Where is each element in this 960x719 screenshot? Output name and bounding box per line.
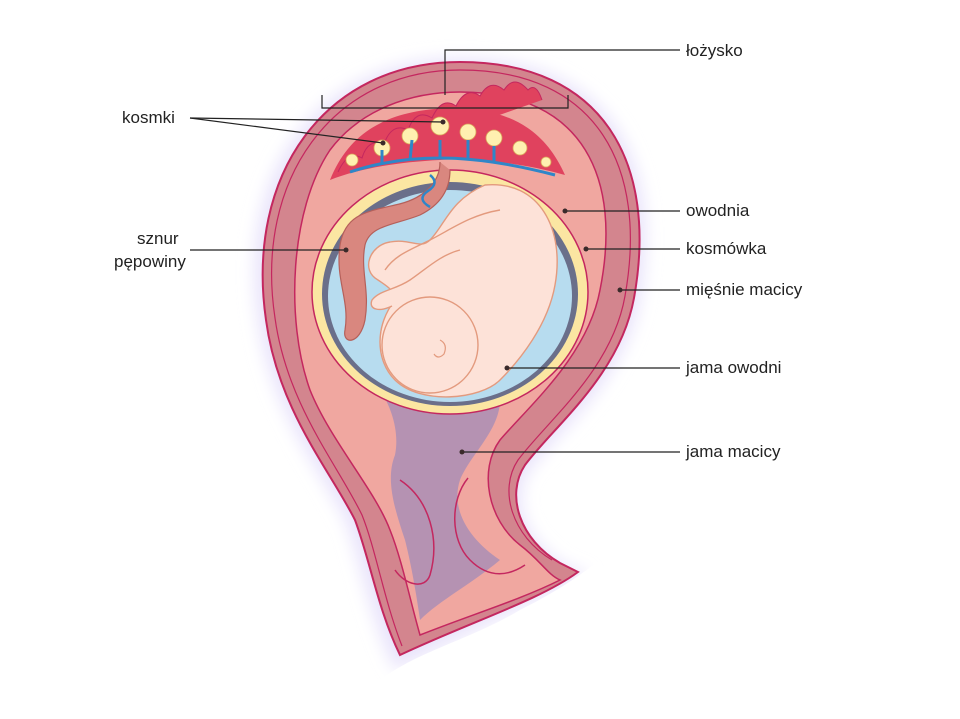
placental-vessels: [349, 139, 556, 177]
villi-dot-1: [440, 119, 446, 125]
label-villi: kosmki: [122, 108, 175, 127]
label-cord-2: pępowiny: [114, 252, 186, 271]
label-cord-1: sznur: [137, 229, 179, 248]
villi-leader-1: [189, 117, 444, 123]
cervix-fold-right: [454, 477, 526, 575]
uterus-outline-left: [271, 69, 461, 647]
fetus-arm: [370, 249, 461, 311]
villi-dot-2: [380, 140, 386, 146]
label-amnion: owodnia: [686, 201, 750, 220]
uterine-cavity: [380, 390, 500, 620]
label-chorion: kosmówka: [686, 239, 767, 258]
fetus-ear: [433, 339, 446, 358]
cord-dot: [343, 247, 349, 253]
cord-vessels: [421, 174, 436, 209]
placenta-leader: [321, 95, 569, 109]
muscle-dot: [617, 287, 623, 293]
uterus-outline: [459, 69, 631, 561]
umbilical-cord: [338, 161, 451, 341]
label-uterine-cavity: jama macicy: [685, 442, 781, 461]
label-amniotic-cavity: jama owodni: [685, 358, 781, 377]
chorion-dot: [583, 246, 589, 252]
uterine-cavity-dot: [459, 449, 465, 455]
amnion-dot: [562, 208, 568, 214]
fetus-leg: [384, 209, 501, 271]
amniotic-cavity-dot: [504, 365, 510, 371]
label-uterine-muscle: mięśnie macicy: [686, 280, 803, 299]
fetus-head: [381, 296, 479, 394]
bottom-cut: [380, 560, 620, 719]
villi-leader-2: [189, 117, 384, 144]
label-placenta: łożysko: [686, 41, 743, 60]
placenta-leader-up: [444, 49, 680, 95]
cervix-fold-left: [394, 479, 435, 585]
